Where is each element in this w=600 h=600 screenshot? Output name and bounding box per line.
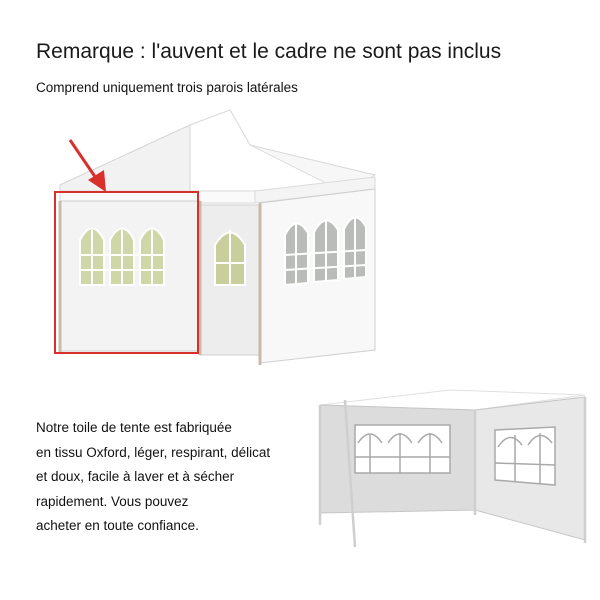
description-line: acheter en toute confiance. [36, 518, 199, 533]
description-line: en tissu Oxford, léger, respirant, délic… [36, 444, 271, 460]
description-line: rapidement. Vous pouvez [36, 493, 189, 509]
description-text: Notre toile de tente est fabriquée en ti… [36, 416, 306, 539]
description-line: et doux, facile à laver et à sécher [36, 469, 235, 484]
page-subtitle: Comprend uniquement trois parois latéral… [36, 80, 298, 95]
gazebo-sidewalls-image [318, 389, 587, 548]
page-title: Remarque : l'auvent et le cadre ne sont … [36, 40, 502, 63]
sidewall-highlight-box [54, 191, 199, 354]
red-arrow-icon [68, 139, 106, 192]
description-line: Notre toile de tente est fabriquée [36, 420, 232, 435]
